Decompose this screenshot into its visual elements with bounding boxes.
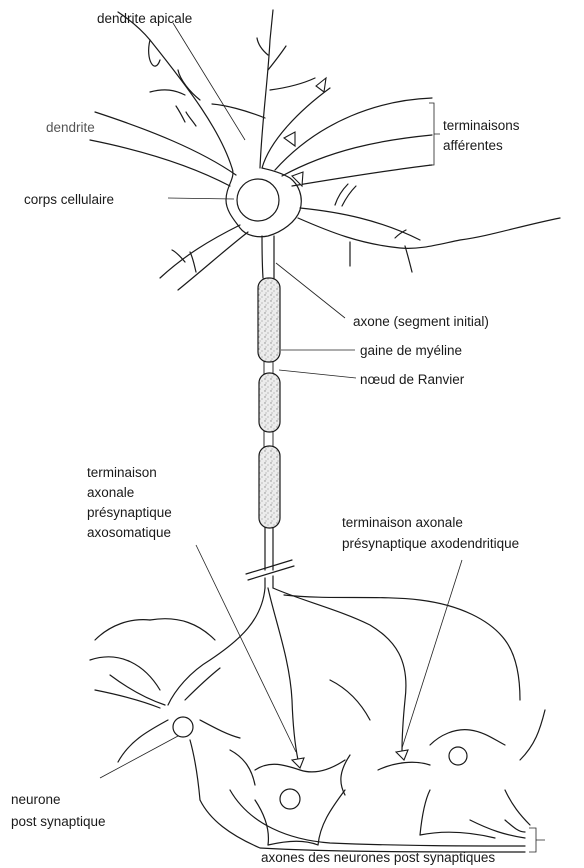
afferent-terminal bbox=[316, 78, 326, 92]
axon-terminals bbox=[168, 588, 520, 760]
label-afferentes: afférentes bbox=[443, 138, 503, 153]
label-axones-post-synaptiques: axones des neurones post synaptiques bbox=[261, 850, 495, 865]
label-dendrite-apicale: dendrite apicale bbox=[97, 11, 192, 26]
label-post-synaptique: post synaptique bbox=[11, 814, 106, 829]
label-dendrite: dendrite bbox=[46, 120, 95, 135]
nucleus bbox=[237, 179, 279, 221]
label-terminaisons: terminaisons bbox=[443, 118, 520, 133]
label-axodendritic-line-1: terminaison axonale bbox=[342, 515, 463, 530]
label-gaine-myeline: gaine de myéline bbox=[360, 343, 462, 358]
myelin-sheath bbox=[258, 278, 280, 528]
myelin-segment bbox=[259, 373, 280, 432]
label-axosomatic-line-4: axosomatique bbox=[87, 525, 171, 540]
label-axosomatic-line-1: terminaison bbox=[87, 465, 157, 480]
label-axone-segment-initial: axone (segment initial) bbox=[353, 314, 489, 329]
label-neurone: neurone bbox=[11, 792, 61, 807]
label-noeud-ranvier: nœud de Ranvier bbox=[360, 372, 465, 387]
postsynaptic-nucleus bbox=[449, 747, 467, 765]
label-axosomatic-line-3: présynaptique bbox=[87, 505, 172, 520]
label-axodendritic-line-2: présynaptique axodendritique bbox=[342, 536, 519, 551]
myelin-segment bbox=[258, 278, 280, 362]
axodendritic-terminal bbox=[396, 750, 408, 760]
myelin-segment bbox=[259, 446, 280, 528]
axosomatic-terminal bbox=[292, 758, 304, 768]
label-corps-cellulaire: corps cellulaire bbox=[24, 192, 114, 207]
afferent-terminal bbox=[292, 172, 303, 186]
labels: dendrite apicale dendrite terminaisons a… bbox=[11, 11, 520, 865]
postsynaptic-nucleus bbox=[280, 789, 300, 809]
postsynaptic-nucleus bbox=[173, 717, 193, 737]
afferent-terminal bbox=[284, 132, 295, 146]
postsynaptic-neurons bbox=[90, 619, 545, 852]
label-axosomatic-line-2: axonale bbox=[87, 485, 134, 500]
